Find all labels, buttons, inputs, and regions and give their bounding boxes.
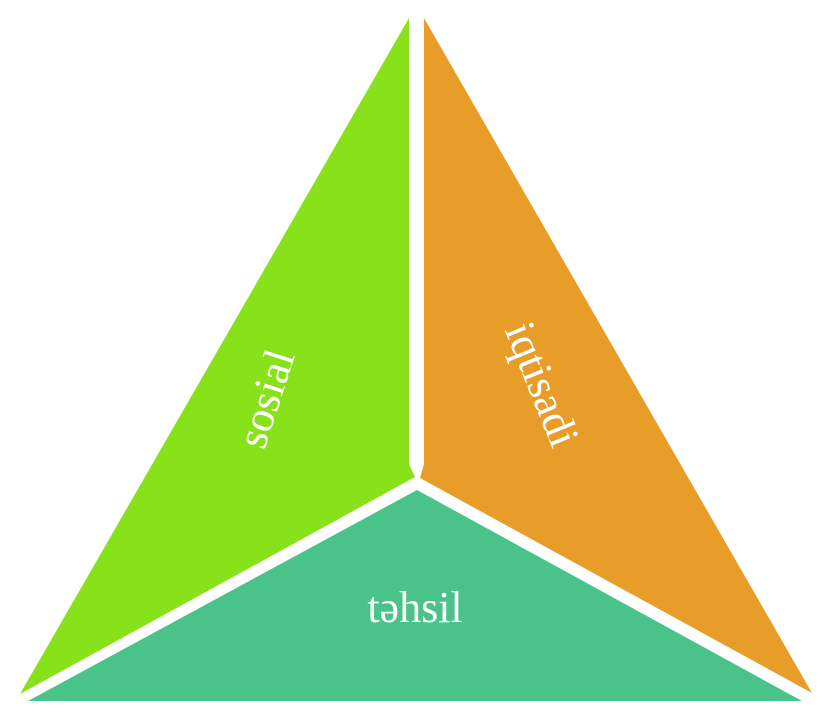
segment-iqtisadi	[420, 18, 812, 693]
segment-sosial	[20, 18, 415, 694]
segment-tehsil	[28, 490, 802, 701]
label-tehsil: təhsil	[367, 583, 462, 632]
